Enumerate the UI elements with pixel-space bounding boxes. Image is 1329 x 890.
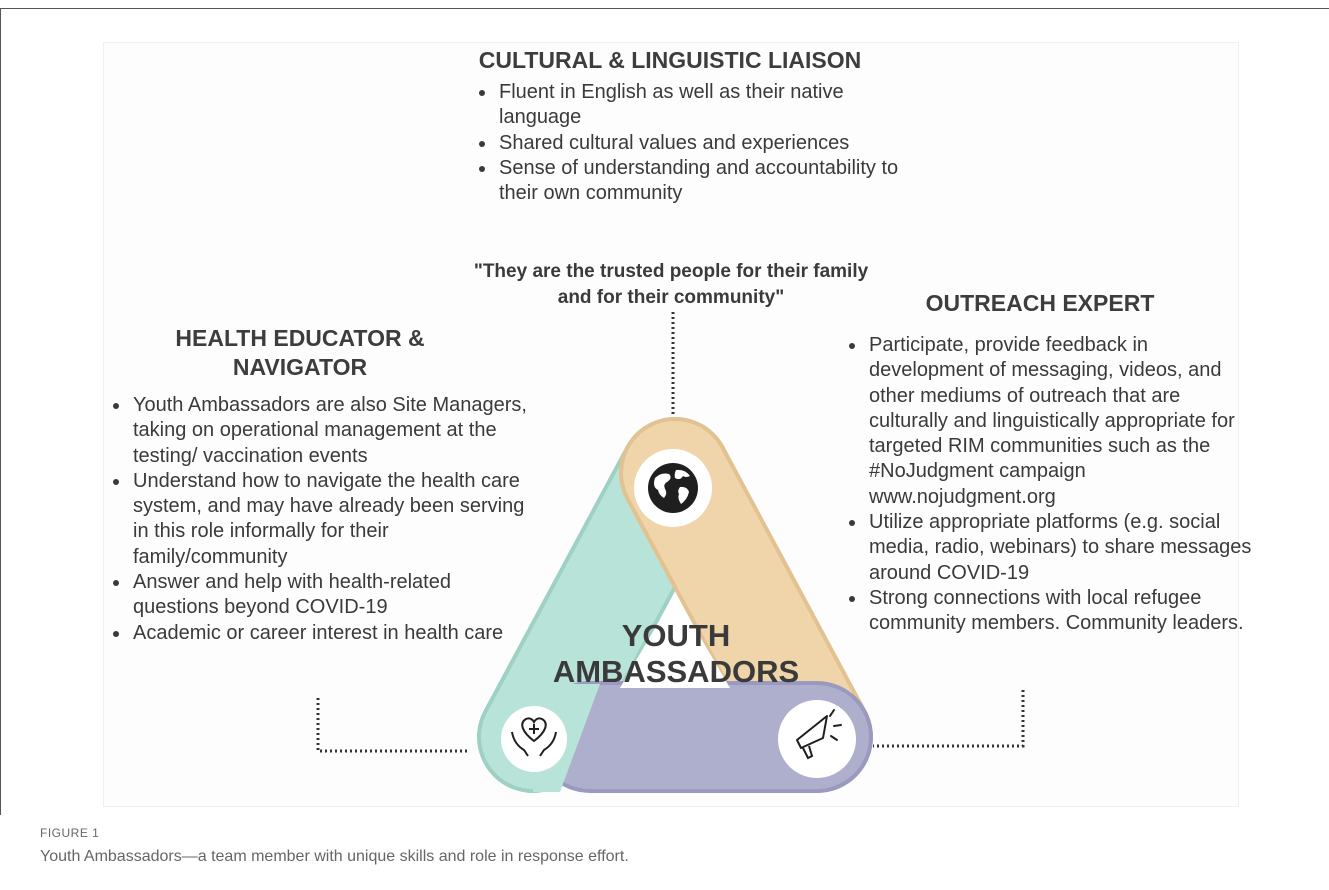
outreach-bullets: Participate, provide feedback in develop…: [845, 333, 1257, 637]
figure-top-rule: [0, 8, 1329, 9]
megaphone-icon: [778, 700, 856, 778]
health-bullets: Youth Ambassadors are also Site Managers…: [109, 393, 531, 646]
outreach-title: OUTREACH EXPERT: [925, 290, 1155, 316]
connector-lines: [316, 312, 1025, 753]
heart-hands-icon: [501, 706, 567, 772]
trusted-people-quote: "They are the trusted people for their f…: [473, 261, 869, 308]
center-label-line1: YOUTH: [621, 618, 731, 653]
globe-icon: [634, 449, 712, 527]
list-item: Utilize appropriate platforms (e.g. soci…: [867, 510, 1257, 586]
bottom-band: [533, 681, 873, 793]
connector-left: [316, 698, 467, 753]
triangle-diagram: [316, 312, 1025, 793]
list-item: Sense of understanding and accountabilit…: [497, 156, 917, 207]
list-item: Strong connections with local refugee co…: [867, 586, 1257, 637]
list-item: Participate, provide feedback in develop…: [867, 333, 1257, 510]
list-item: Academic or career interest in health ca…: [131, 621, 531, 646]
figure-left-rule: [0, 8, 1, 815]
figure-label: FIGURE 1: [40, 826, 100, 840]
list-item: Answer and help with health-related ques…: [131, 570, 531, 621]
youth-ambassadors-label: YOUTH AMBASSADORS: [540, 618, 812, 690]
liaison-title: CULTURAL & LINGUISTIC LIAISON: [478, 47, 862, 73]
center-label-line2: AMBASSADORS: [552, 654, 800, 689]
list-item: Youth Ambassadors are also Site Managers…: [131, 393, 531, 469]
liaison-bullets: Fluent in English as well as their nativ…: [475, 80, 917, 206]
health-title: HEALTH EDUCATOR & NAVIGATOR: [175, 325, 425, 380]
inner-triangle: [620, 594, 730, 688]
connector-right: [873, 690, 1025, 748]
list-item: Understand how to navigate the health ca…: [131, 469, 531, 570]
figure-caption: Youth Ambassadors—a team member with uni…: [40, 848, 629, 865]
list-item: Shared cultural values and experiences: [497, 131, 917, 156]
list-item: Fluent in English as well as their nativ…: [497, 80, 917, 131]
